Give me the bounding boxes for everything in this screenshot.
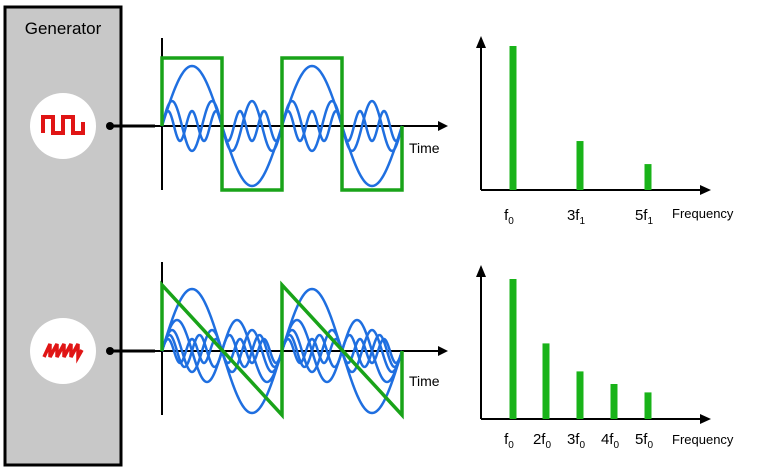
spectrum-bar [542,343,550,419]
frequency-label: Frequency [672,432,734,447]
time-label: Time [409,373,440,389]
generator-label: Generator [25,19,102,38]
sawtooth-spectrum: f0 2f0 3f0 4f0 5f0 Frequency [476,265,734,451]
spectrum-bar [644,164,652,190]
harmonic-label: f0 [504,431,514,451]
frequency-axis-arrow [700,414,711,424]
harmonic-label: 2f0 [533,431,552,451]
harmonic-label: 5f1 [635,207,654,227]
spectrum-y-arrow [476,36,486,48]
square-wave-icon [30,93,96,159]
bottom-connector [106,347,155,355]
spectrum-bar [644,392,652,419]
frequency-label: Frequency [672,206,734,221]
square-wave-signal [160,56,404,192]
time-axis-arrow [438,346,448,356]
spectrum-bar [509,46,517,190]
harmonic-label: 5f0 [635,431,654,451]
spectrum-bar [576,141,584,190]
spectrum-y-arrow [476,265,486,277]
time-label: Time [409,140,440,156]
sawtooth-wave-icon [30,318,96,384]
harmonic-label: 3f0 [567,431,586,451]
spectrum-bar [610,384,618,419]
spectrum-bar [509,279,517,419]
harmonic-label: f0 [504,207,514,227]
spectrum-bar [576,371,584,419]
square-time-plot [155,38,448,192]
top-connector [106,122,155,130]
frequency-axis-arrow [700,185,711,195]
sawtooth-wave-signal [160,280,404,420]
harmonic-label: 3f1 [567,207,586,227]
sawtooth-time-plot [155,262,448,420]
generator-panel [3,5,123,467]
square-spectrum: f0 3f1 5f1 Frequency [476,36,734,227]
harmonic-label: 4f0 [601,431,620,451]
time-axis-arrow [438,121,448,131]
